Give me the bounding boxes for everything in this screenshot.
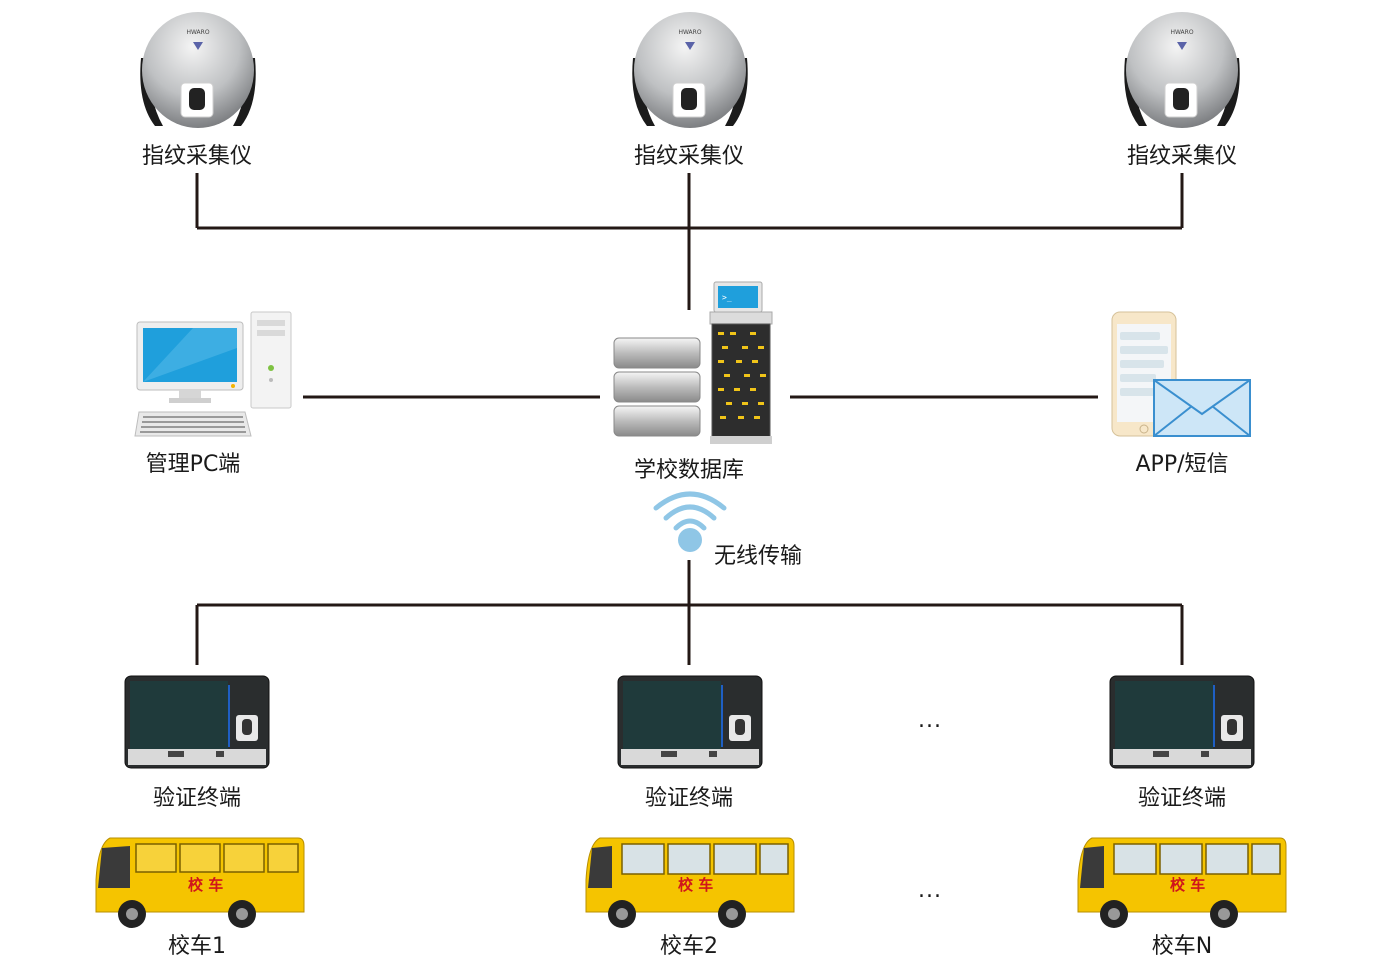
- desktop-computer-icon: [134, 311, 292, 437]
- terminal-3-label: 验证终端: [1137, 786, 1227, 811]
- app-sms: [1108, 310, 1253, 444]
- svg-text:校 车: 校 车: [188, 876, 223, 894]
- terminal-1-label: 验证终端: [152, 786, 242, 811]
- bus-1: 校 车: [92, 832, 306, 932]
- school-bus-icon: 校 车: [1077, 837, 1287, 928]
- bus-3: 校 车: [1074, 832, 1288, 932]
- svg-text:HWARO: HWARO: [678, 29, 701, 36]
- bus-1-label: 校车1: [168, 934, 226, 959]
- svg-text:>_: >_: [722, 293, 732, 302]
- school-bus-icon: 校 车: [95, 837, 305, 928]
- svg-text:HWARO: HWARO: [186, 29, 209, 36]
- verification-terminal-icon: [617, 675, 763, 769]
- database-label: 学校数据库: [633, 458, 745, 483]
- school-bus-icon: 校 车: [585, 837, 795, 928]
- fingerprint-scanner-1: HWARO: [133, 8, 263, 137]
- wifi-icon: [653, 491, 727, 552]
- fingerprint-scanner-3: HWARO: [1117, 8, 1247, 137]
- wireless-label: 无线传输: [713, 544, 803, 569]
- bus-2-label: 校车2: [660, 934, 718, 959]
- scanner-3-label: 指纹采集仪: [1126, 144, 1238, 169]
- fingerprint-scanner-icon: HWARO: [632, 12, 748, 128]
- bus-ellipsis: ...: [918, 878, 942, 903]
- fingerprint-scanner-2: HWARO: [625, 8, 755, 137]
- terminal-ellipsis: ...: [918, 708, 942, 733]
- scanner-1-label: 指纹采集仪: [141, 144, 253, 169]
- svg-text:HWARO: HWARO: [1170, 29, 1193, 36]
- management-pc: [133, 308, 303, 444]
- school-database: >_: [610, 278, 785, 452]
- bus-3-label: 校车N: [1151, 934, 1213, 959]
- verification-terminal-icon: [1109, 675, 1255, 769]
- svg-text:校 车: 校 车: [1170, 876, 1205, 894]
- phone-message-icon: [1111, 311, 1251, 437]
- fingerprint-scanner-icon: HWARO: [1124, 12, 1240, 128]
- app-label: APP/短信: [1135, 452, 1229, 477]
- terminal-3: [1109, 675, 1255, 773]
- fingerprint-scanner-icon: HWARO: [140, 12, 256, 128]
- database-server-icon: >_: [613, 281, 773, 444]
- svg-text:校 车: 校 车: [678, 876, 713, 894]
- pc-label: 管理PC端: [145, 452, 241, 477]
- terminal-1: [124, 675, 270, 773]
- verification-terminal-icon: [124, 675, 270, 769]
- terminal-2-label: 验证终端: [644, 786, 734, 811]
- scanner-2-label: 指纹采集仪: [633, 144, 745, 169]
- wireless-icon-wrap: [650, 484, 730, 560]
- terminal-2: [617, 675, 763, 773]
- bus-2: 校 车: [582, 832, 796, 932]
